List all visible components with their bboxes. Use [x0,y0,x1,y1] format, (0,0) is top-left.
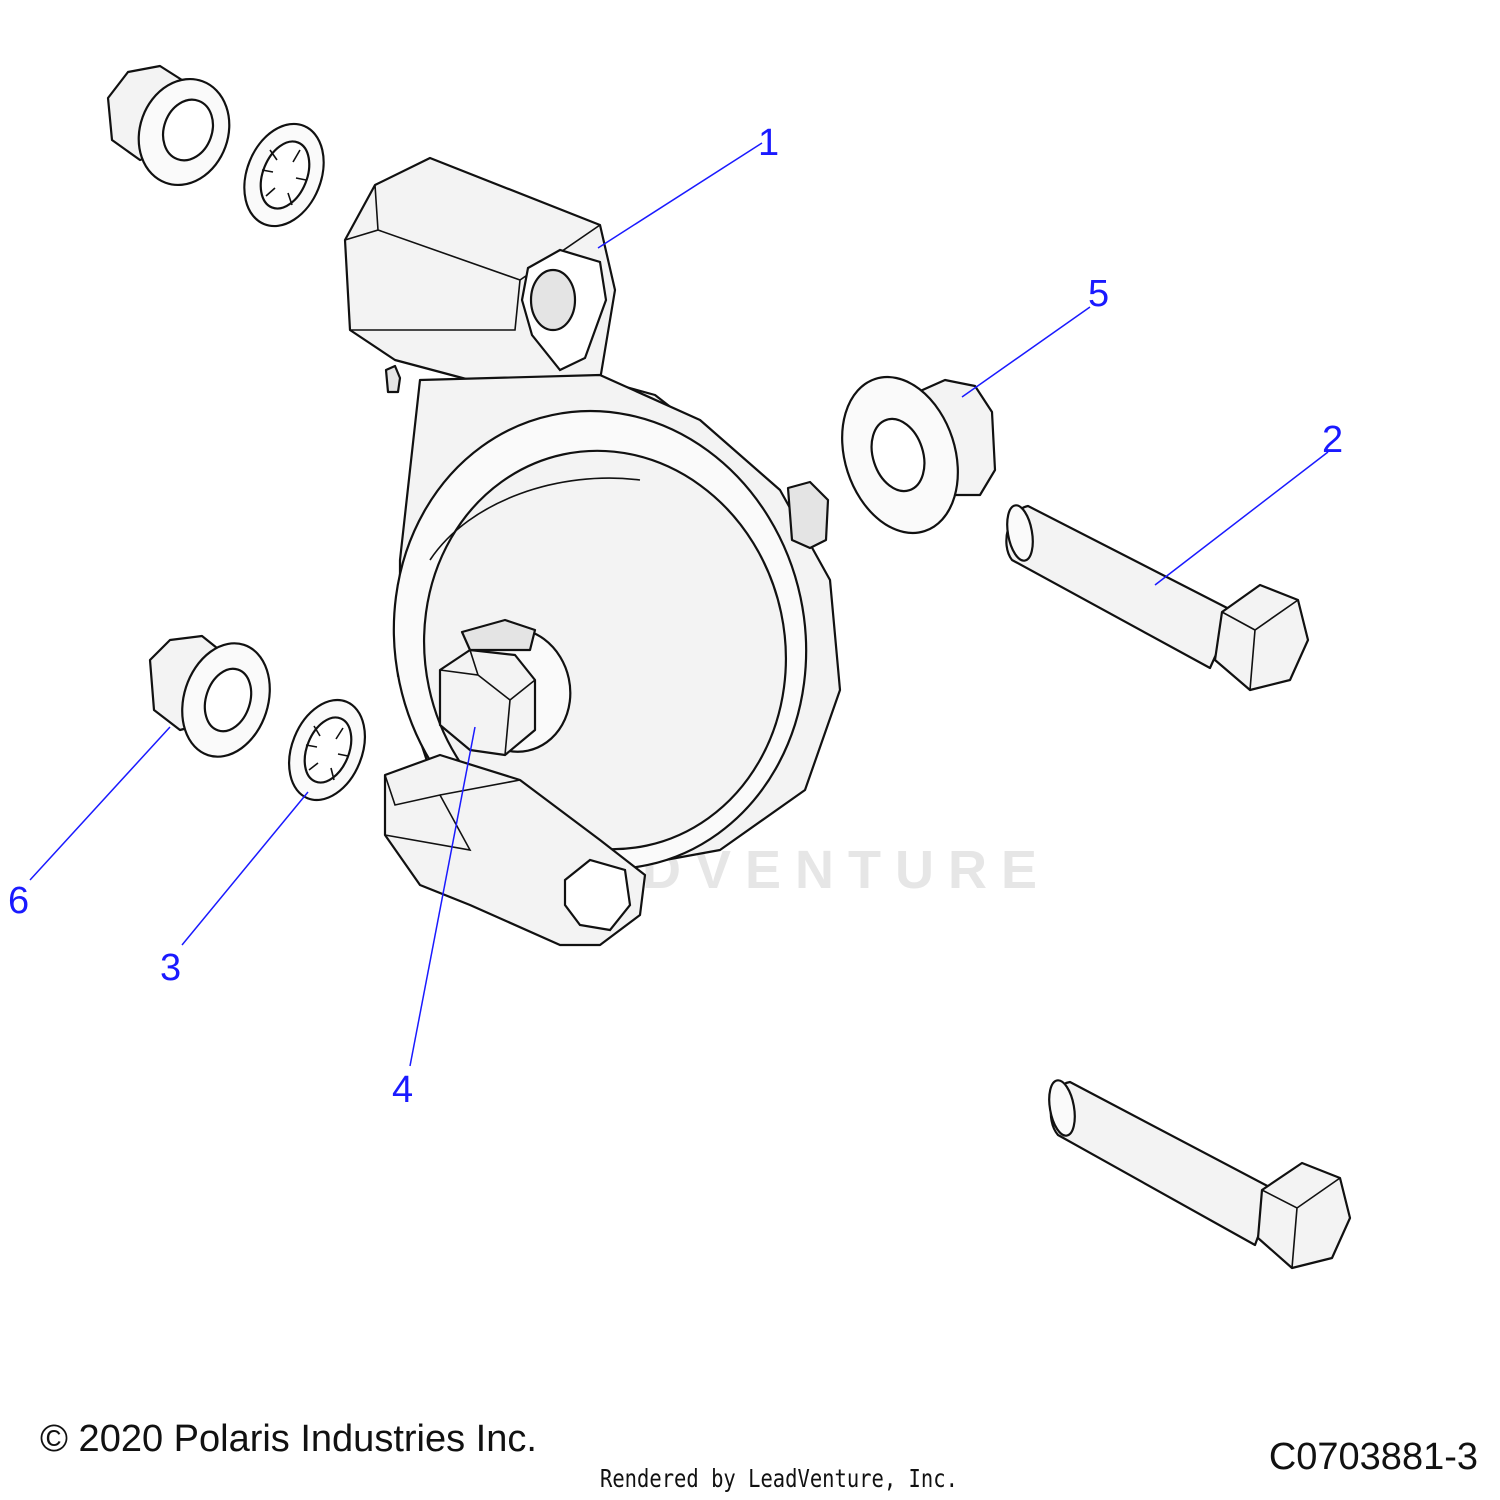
figure-code: C0703881-3 [1268,1436,1478,1478]
callout-5: 5 [1088,273,1109,315]
hex-bolt-lower[interactable] [1045,1078,1352,1270]
lock-washer-lower[interactable] [275,689,379,812]
flanged-sleeve[interactable] [823,362,997,548]
rendered-by-credit: Rendered by LeadVenture, Inc. [600,1464,958,1493]
leader-line-1 [597,142,763,249]
callout-1: 1 [758,122,779,164]
callout-4: 4 [392,1069,413,1111]
leader-line-2 [1154,451,1329,586]
callout-6: 6 [8,880,29,922]
hex-bolt-upper[interactable] [1003,503,1310,692]
flange-nut-lower[interactable] [148,632,284,768]
callout-2: 2 [1322,419,1343,461]
callout-labels: 1 5 2 6 3 4 [8,122,1343,1111]
main-mount-bracket[interactable] [343,156,848,947]
leader-line-3 [181,791,309,946]
copyright-notice: © 2020 Polaris Industries Inc. [40,1418,537,1460]
lock-washer-top[interactable] [230,112,338,238]
leader-line-6 [29,726,171,881]
leader-line-4 [409,726,476,1067]
leader-line-5 [961,306,1091,398]
leader-lines [29,142,1329,1067]
callout-3: 3 [160,947,181,989]
flange-nut-top[interactable] [106,64,244,198]
